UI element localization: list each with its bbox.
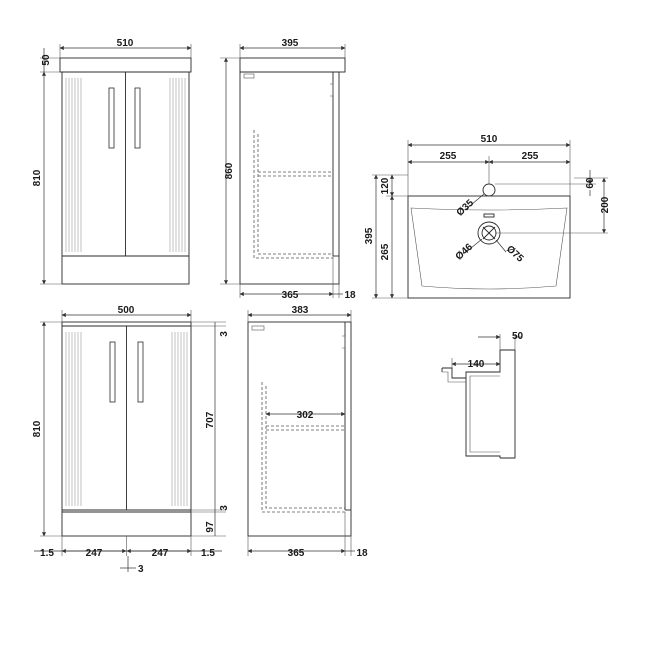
front-bottom-edge-right: 1.5	[201, 548, 215, 559]
basin-depth: 395	[364, 227, 375, 244]
front-top-countertop-thickness: 50	[41, 54, 52, 66]
basin-bowl-depth: 265	[380, 243, 391, 260]
front-bottom-door-right: 247	[152, 548, 169, 559]
front-view-bottom: 500 810 3 707 3 97 1.5 247 247 1.5 3	[32, 305, 230, 575]
side-top-height: 860	[224, 162, 235, 179]
basin-half-left: 255	[440, 151, 457, 162]
side-bottom-door-thickness: 18	[356, 548, 368, 559]
basin-profile-view: 50 140	[441, 331, 524, 459]
front-bottom-door-height: 707	[205, 411, 216, 428]
front-view-top: 510 50 810	[32, 38, 192, 285]
basin-waste-dia: Ø46	[454, 241, 476, 262]
front-top-height: 810	[32, 169, 43, 186]
side-bottom-depth: 383	[292, 305, 309, 316]
profile-lip-depth: 140	[468, 359, 485, 370]
front-bottom-edge-left: 1.5	[40, 548, 54, 559]
basin-tap-offset: 120	[380, 177, 391, 194]
side-bottom-shelf-depth: 302	[297, 410, 314, 421]
basin-tap-hole-dia: Ø35	[455, 197, 477, 218]
front-bottom-width: 500	[118, 305, 135, 316]
basin-tap-spacing: 60	[585, 177, 596, 189]
basin-half-right: 255	[522, 151, 539, 162]
side-bottom-body-depth: 365	[288, 548, 305, 559]
profile-overhang: 50	[512, 331, 524, 342]
side-view-bottom: 383 302 365 18	[247, 305, 368, 559]
front-bottom-center-gap: 3	[138, 564, 144, 575]
front-bottom-height: 810	[32, 420, 43, 437]
front-bottom-gap-bottom: 3	[219, 505, 230, 511]
basin-width: 510	[481, 134, 498, 145]
side-top-door-thickness: 18	[344, 290, 356, 301]
side-top-body-depth: 365	[282, 290, 299, 301]
side-view-top: 395 860 365 18	[220, 38, 356, 301]
basin-bowl-dia: Ø75	[504, 244, 526, 265]
front-bottom-plinth-height: 97	[205, 521, 216, 533]
basin-waste-offset: 200	[600, 196, 611, 213]
side-top-depth: 395	[282, 38, 299, 49]
front-top-width: 510	[117, 38, 134, 49]
front-bottom-gap-top: 3	[219, 331, 230, 337]
front-bottom-door-left: 247	[86, 548, 103, 559]
basin-plan-view: 510 255 255 395 120 265 Ø35 Ø46 Ø75 60 2…	[364, 134, 611, 299]
